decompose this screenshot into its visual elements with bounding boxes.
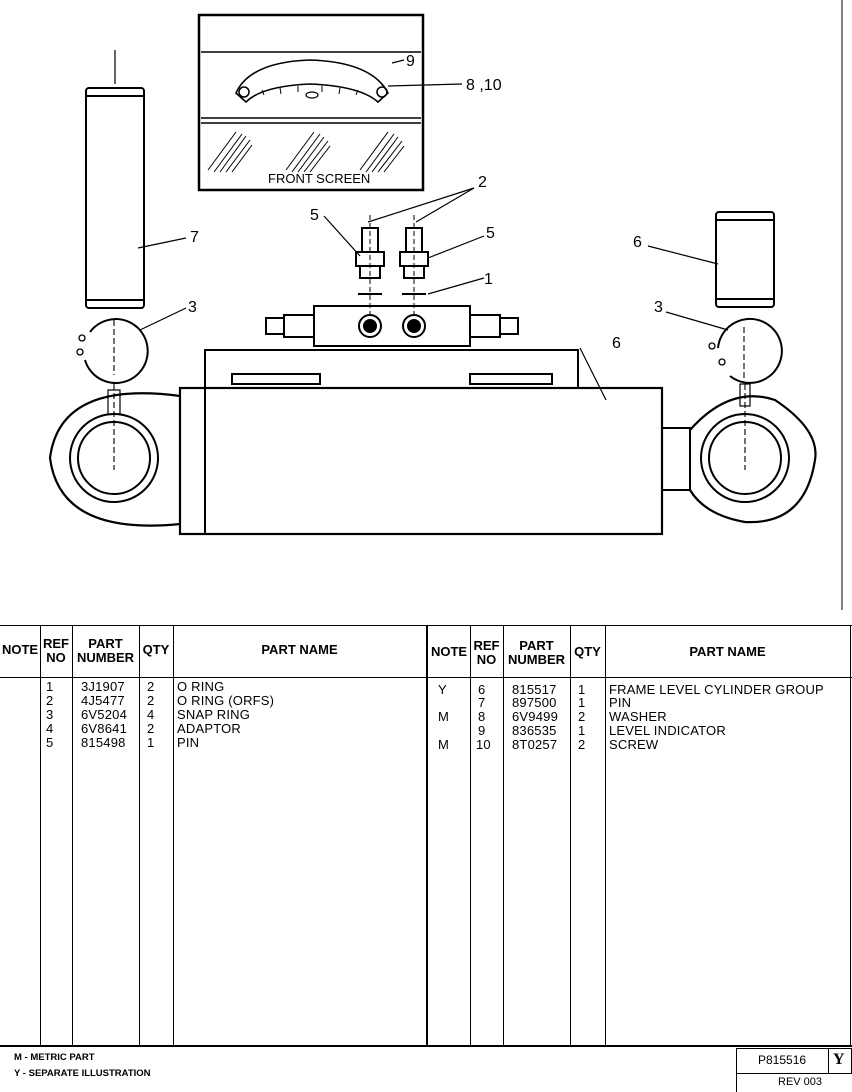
callout-4-left: 5 [310,207,319,224]
pin-7 [85,50,187,309]
ref-no: 4 [46,721,54,736]
snap-ring-right [665,311,783,384]
part-name: O RING (ORFS) [177,693,275,708]
header-note-right: NOTE [430,644,468,659]
doc-suffix: Y [833,1051,845,1068]
ref-no: 5 [46,735,54,750]
note: M [438,737,450,752]
ref-no: 2 [46,693,54,708]
header-qty: QTY [142,642,170,657]
cylinder-6 [48,305,817,536]
ref-no: 3 [46,707,54,722]
callout-9: 9 [406,53,415,70]
doc-number: P815516 [758,1053,807,1067]
qty: 4 [147,707,155,722]
pin-5 [647,211,775,308]
qty: 1 [578,695,586,710]
callout-1: 1 [484,271,493,288]
qty: 1 [578,682,586,697]
callout-4-right: 5 [486,225,495,242]
callout-6-label: 6 [612,335,621,352]
qty: 2 [578,737,586,752]
revision-divider [736,1072,737,1092]
part-number: 8T0257 [512,737,558,752]
ref-no: 1 [46,679,54,694]
part-name: O RING [177,679,225,694]
doc-number-box [736,1048,829,1074]
callout-3-right: 3 [654,299,663,316]
callout-3-left: 3 [188,299,197,316]
ref-no: 10 [476,737,491,752]
part-name: SNAP RING [177,707,251,722]
part-number: 815517 [512,682,557,697]
qty: 2 [147,679,155,694]
header-qty-right: QTY [574,644,601,659]
inset-label: FRONT SCREEN [268,171,370,186]
footer-note-separate: Y - SEPARATE ILLUSTRATION [14,1068,151,1079]
part-number: 4J5477 [81,693,125,708]
ref-no: 6 [478,682,486,697]
callout-7: 7 [190,229,199,246]
snap-ring-left [76,307,187,385]
part-number: 3J1907 [81,679,125,694]
part-number: 6V9499 [512,709,559,724]
callout-8-10: 8 ,10 [466,77,502,94]
parts-illustration: FRONT SCREEN 9 8 ,10 2 5 5 1 7 3 6 3 6 6 [48,0,843,610]
qty: 2 [578,709,586,724]
qty: 2 [147,693,155,708]
header-part-name-right: PART NAME [689,644,766,659]
callout-5: 6 [633,234,642,251]
part-name: LEVEL INDICATOR [609,723,726,738]
level-indicator-icon [235,59,389,104]
part-number: 6V8641 [81,721,128,736]
qty: 1 [578,723,586,738]
revision: REV 003 [778,1076,823,1088]
ref-no: 9 [478,723,486,738]
callout-2: 2 [478,174,487,191]
part-name: ADAPTOR [177,721,242,736]
ref-no: 8 [478,709,486,724]
note: Y [438,682,447,697]
adaptors [323,187,485,330]
part-number: 815498 [81,735,126,750]
part-name: PIN [177,735,200,750]
qty: 2 [147,721,155,736]
part-number: 6V5204 [81,707,128,722]
footer-note-metric: M - METRIC PART [14,1052,95,1063]
part-name: PIN [609,695,632,710]
front-screen-inset [197,13,463,192]
note: M [438,709,450,724]
part-number: 897500 [512,695,557,710]
ref-no: 7 [478,695,486,710]
header-part-name: PART NAME [261,642,338,657]
qty: 1 [147,735,155,750]
part-name: FRAME LEVEL CYLINDER GROUP [609,682,824,697]
part-name: WASHER [609,709,667,724]
part-number: 836535 [512,723,557,738]
header-note: NOTE [1,642,39,657]
part-name: SCREW [609,737,659,752]
